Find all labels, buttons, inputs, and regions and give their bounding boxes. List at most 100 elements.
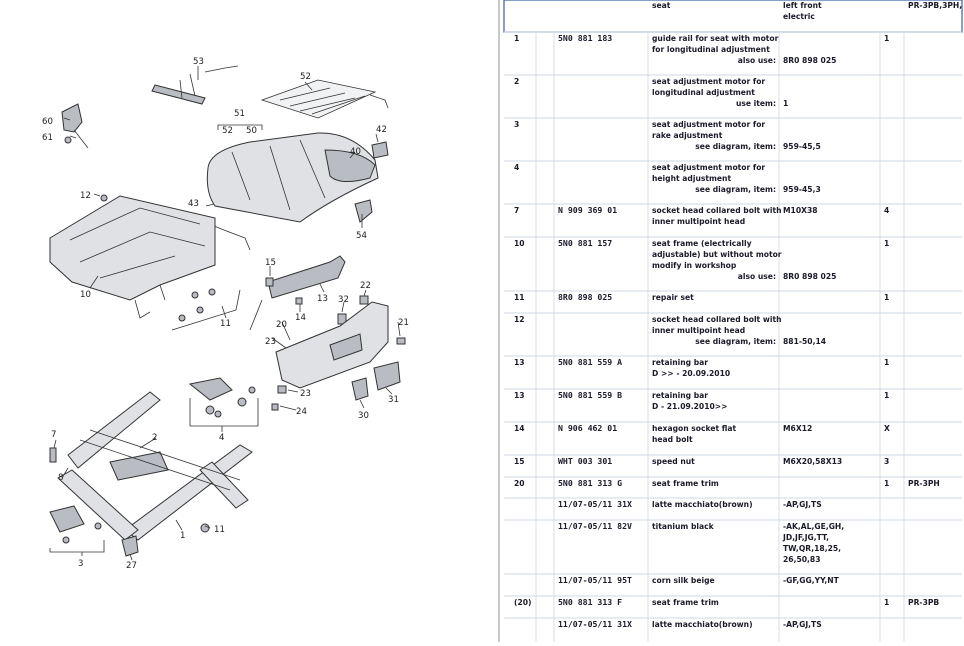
row-description-line: inner multipoint head	[652, 217, 745, 226]
row-description-line: hexagon socket flat	[652, 424, 737, 433]
callout-53: 53	[193, 57, 204, 67]
row-quantity: 1	[884, 391, 889, 400]
part-22-clip	[359, 295, 369, 305]
row-reference: JD,JF,JG,TT,	[782, 533, 829, 542]
row-reference: -GF,GG,YY,NT	[783, 576, 840, 585]
row-quantity: 1	[884, 479, 889, 488]
row-ref-label: also use:	[738, 56, 776, 65]
row-quantity: 1	[884, 34, 889, 43]
callout-61: 61	[42, 133, 53, 143]
row-description-line: seat adjustment motor for	[652, 120, 765, 129]
row-part-number: 5N0 881 183	[558, 33, 612, 43]
row-quantity: X	[884, 424, 890, 433]
row-position: 2	[514, 77, 519, 86]
part-31-switch	[373, 361, 401, 391]
row-description-line: height adjustment	[652, 174, 731, 183]
row-reference: TW,QR,18,25,	[783, 544, 841, 553]
row-part-number: N 906 462 01	[558, 423, 617, 433]
callout-13: 13	[317, 294, 328, 304]
callout-60: 60	[42, 117, 53, 127]
part-15-speed-nut	[265, 277, 274, 287]
row-reference: M10X38	[783, 206, 818, 215]
callout-52b: 52	[222, 126, 233, 136]
part-27-cover	[121, 535, 139, 557]
callout-31: 31	[388, 395, 399, 405]
callout-11b: 11	[214, 525, 225, 535]
row-reference: 881-50,14	[783, 337, 826, 346]
row-description-line: seat frame (electrically	[652, 239, 752, 248]
row-ref-label: see diagram, item:	[695, 185, 776, 194]
part-4-height-motor	[188, 377, 259, 427]
callout-23b: 23	[300, 389, 311, 399]
row-description-line: titanium black	[652, 522, 715, 531]
row-position: 7	[514, 206, 519, 215]
diagram-svg: 53 52 51 52 50 60 61 42 40 12 43 54 10 1…	[42, 57, 409, 571]
row-description-line: socket head collared bolt with	[652, 315, 781, 324]
part-10-seat-frame	[49, 194, 216, 319]
row-position: 13	[514, 358, 525, 367]
callout-21: 21	[398, 318, 409, 328]
row-ref-label: use item:	[736, 99, 776, 108]
row-ref-label: see diagram, item:	[695, 142, 776, 151]
callout-1: 1	[180, 531, 185, 541]
callout-15: 15	[265, 258, 276, 268]
row-ref-label: see diagram, item:	[695, 337, 776, 346]
callout-50: 50	[246, 126, 257, 136]
row-description-line: retaining bar	[652, 358, 708, 367]
row-description-line: socket head collared bolt with	[652, 206, 781, 215]
exploded-parts-diagram: 53 52 51 52 50 60 61 42 40 12 43 54 10 1…	[42, 57, 409, 571]
callout-8: 8	[58, 473, 63, 483]
row-part-number: 5N0 881 559 A	[558, 357, 622, 367]
row-position: 13	[514, 391, 525, 400]
row-model: PR-3PH	[908, 479, 940, 488]
callout-40: 40	[350, 147, 361, 157]
row-part-number: 11/07-05/11 31X	[558, 619, 632, 629]
callout-14: 14	[295, 313, 306, 323]
part-24-bolt	[271, 403, 279, 411]
row-quantity: 4	[884, 206, 889, 215]
callout-12: 12	[80, 191, 91, 201]
row-part-number: 11/07-05/11 82V	[558, 521, 632, 531]
callout-22: 22	[360, 281, 371, 291]
part-7-bolt	[49, 447, 57, 463]
row-reference: 26,50,83	[783, 555, 820, 564]
row-part-number: WHT 003 301	[558, 456, 612, 466]
row-reference: 8R0 898 025	[783, 56, 836, 65]
row-description-line: seat frame trim	[652, 598, 719, 607]
part-11-repair-set	[171, 288, 263, 331]
row-description-line: guide rail for seat with motor	[652, 34, 779, 43]
part-13-retaining-bar	[267, 255, 346, 299]
row-position: 4	[514, 163, 519, 172]
callout-4: 4	[219, 433, 224, 443]
callout-52: 52	[300, 72, 311, 82]
callout-30: 30	[358, 411, 369, 421]
row-reference: -AP,GJ,TS	[783, 620, 822, 629]
row-part-number: 11/07-05/11 95T	[558, 575, 632, 585]
panel-divider	[498, 0, 500, 642]
row-description-line: for longitudinal adjustment	[652, 45, 770, 54]
row-quantity: 1	[884, 293, 889, 302]
row-reference: M6X12	[783, 424, 812, 433]
row-position: 14	[514, 424, 525, 433]
row-reference: M6X20,58X13	[783, 457, 842, 466]
row-quantity: 3	[884, 457, 889, 466]
row-position: (20)	[514, 598, 532, 607]
row-ref-label: also use:	[738, 272, 776, 281]
row-position: 20	[514, 479, 525, 488]
row-reference: 8R0 898 025	[783, 272, 836, 281]
part-53-wiring-rail	[151, 65, 239, 105]
row-description-line: repair set	[652, 293, 694, 302]
callout-7: 7	[51, 430, 56, 440]
row-part-number: 5N0 881 313 F	[558, 597, 622, 607]
